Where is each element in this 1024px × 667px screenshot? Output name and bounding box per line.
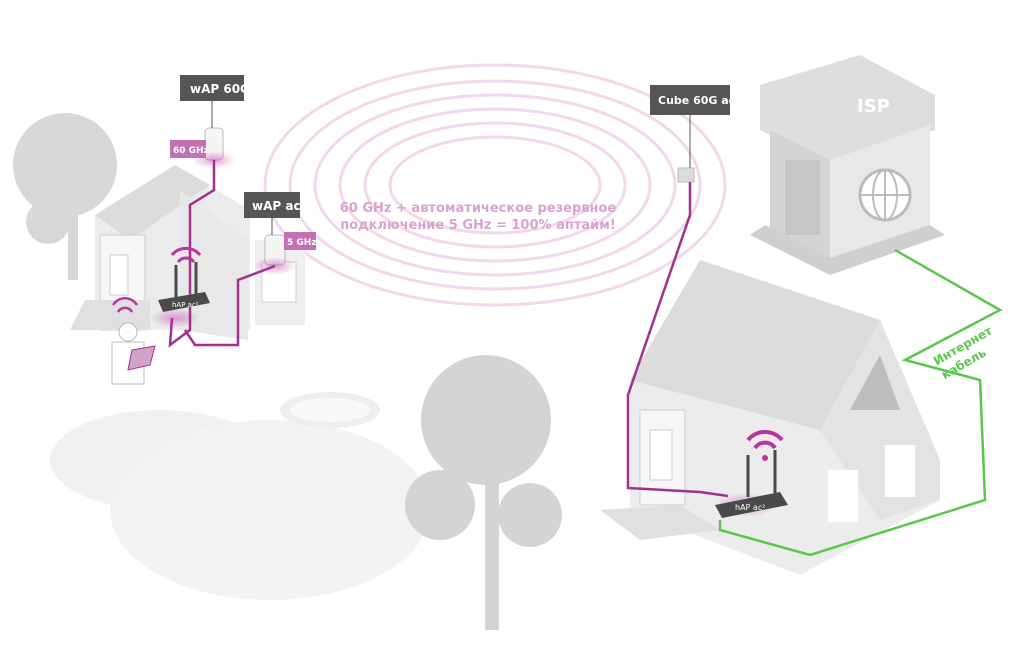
left-router-label: hAP ac² xyxy=(172,301,199,309)
band60-label: 60 GHz xyxy=(173,146,209,156)
band60-tag: 60 GHz xyxy=(170,140,209,158)
wapac-tag: wAP ac xyxy=(244,192,301,235)
right-router-label: hAP ac² xyxy=(735,503,765,512)
wap60g-tag: wAP 60G xyxy=(180,75,250,128)
cube60g-device xyxy=(678,168,694,182)
cube-label: Cube 60G ac xyxy=(658,94,735,107)
wapac-label: wAP ac xyxy=(252,199,301,213)
ground-shapes xyxy=(50,392,430,600)
band5-label: 5 GHz xyxy=(287,238,317,248)
caption-line1: 60 GHz + автоматическое резервное xyxy=(318,200,638,217)
wap60g-label: wAP 60G xyxy=(190,82,250,96)
right-house xyxy=(600,260,940,575)
isp-building: ISP xyxy=(750,55,945,275)
band5-tag: 5 GHz xyxy=(284,232,317,250)
center-tree xyxy=(405,355,562,630)
isp-label: ISP xyxy=(857,96,890,117)
cable-label: Интернет кабель xyxy=(931,323,1003,382)
uptime-caption: 60 GHz + автоматическое резервное подклю… xyxy=(318,200,638,234)
caption-line2: подключение 5 GHz = 100% аптайм! xyxy=(318,217,638,234)
